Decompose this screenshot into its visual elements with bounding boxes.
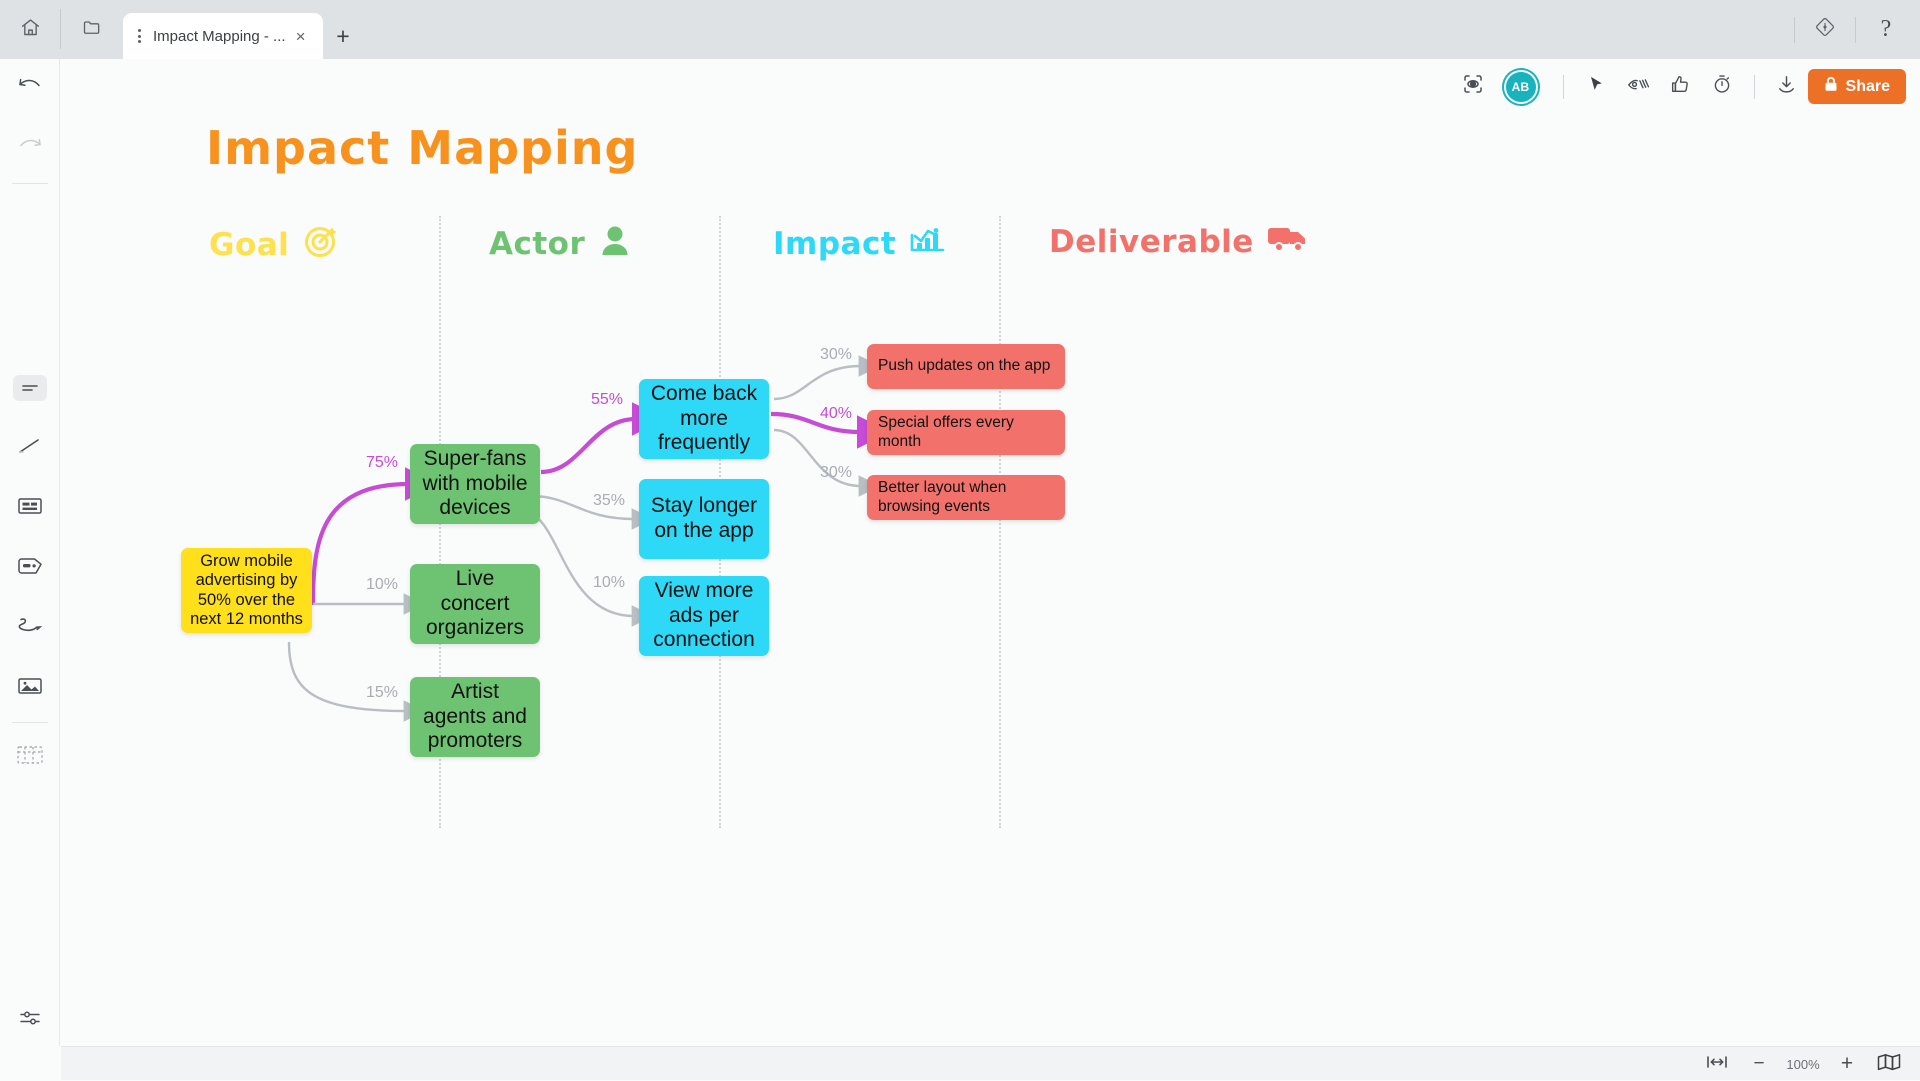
zoom-controls: − 100% + xyxy=(1696,1047,1910,1081)
image-tool[interactable] xyxy=(0,658,60,718)
minimap-button[interactable] xyxy=(1868,1047,1910,1081)
new-tab-button[interactable]: + xyxy=(323,13,363,59)
divider xyxy=(1563,75,1564,99)
connector-pen-icon xyxy=(16,615,44,642)
templates-grid-icon xyxy=(16,744,44,771)
screen-capture-button[interactable] xyxy=(1452,66,1494,108)
node-impact-view-ads[interactable]: View more ads per connection xyxy=(639,576,769,656)
divider xyxy=(1855,17,1856,43)
board-canvas[interactable]: Impact Mapping Goal Actor Impact xyxy=(61,114,1920,1046)
plus-icon: + xyxy=(1841,1052,1853,1076)
help-button[interactable]: ? xyxy=(1862,0,1910,59)
download-icon xyxy=(1775,73,1798,101)
frame-icon xyxy=(17,496,43,521)
sticky-note-icon xyxy=(13,375,47,401)
home-button[interactable] xyxy=(0,0,60,59)
edge-label-superfans-viewads: 10% xyxy=(593,574,625,592)
templates-tool[interactable] xyxy=(0,727,60,787)
node-impact-stay-longer[interactable]: Stay longer on the app xyxy=(639,479,769,559)
node-actor-live-concert[interactable]: Live concert organizers xyxy=(410,564,540,644)
diamond-logo-icon xyxy=(1814,16,1836,43)
shape-tool[interactable] xyxy=(0,538,60,598)
browser-tab-bar: Impact Mapping - ... × + ? xyxy=(0,0,1920,59)
minus-icon: − xyxy=(1753,1053,1764,1075)
node-deliverable-better-layout[interactable]: Better layout when browsing events xyxy=(867,475,1065,520)
zoom-in-button[interactable]: + xyxy=(1826,1047,1868,1081)
zoom-level[interactable]: 100% xyxy=(1780,1057,1826,1072)
divider xyxy=(12,722,48,723)
node-deliverable-push-updates[interactable]: Push updates on the app xyxy=(867,344,1065,389)
toolbar-right-group: AB xyxy=(1452,59,1906,114)
tag-shape-icon xyxy=(17,556,43,581)
redo-button[interactable] xyxy=(0,119,60,179)
help-question-icon: ? xyxy=(1881,16,1892,43)
settings-sliders-icon xyxy=(18,1008,42,1033)
edge-label-superfans-stay: 35% xyxy=(593,492,625,510)
line-tool[interactable] xyxy=(0,418,60,478)
share-button[interactable]: Share xyxy=(1808,69,1906,104)
image-icon xyxy=(17,676,43,701)
folder-button[interactable] xyxy=(61,0,123,59)
edge-label-goal-artist: 15% xyxy=(366,684,398,702)
timer-button[interactable] xyxy=(1701,66,1743,108)
close-icon[interactable]: × xyxy=(292,28,310,45)
edge-comeback-push xyxy=(774,366,861,399)
settings-tool[interactable] xyxy=(0,990,60,1050)
app-toolbar: AB xyxy=(0,59,1920,114)
fit-to-width-icon xyxy=(1706,1054,1728,1075)
redo-arrow-icon xyxy=(17,137,43,162)
edge-label-comeback-push: 30% xyxy=(820,346,852,364)
diamond-logo-button[interactable] xyxy=(1801,0,1849,59)
left-tool-rail xyxy=(0,59,60,1080)
node-goal[interactable]: Grow mobile advertising by 50% over the … xyxy=(181,548,312,633)
minimap-icon xyxy=(1877,1053,1901,1076)
divider xyxy=(1794,17,1795,43)
divider xyxy=(1754,75,1755,99)
status-bar: − 100% + xyxy=(0,1046,1920,1080)
folder-icon xyxy=(81,17,103,42)
line-tool-icon xyxy=(17,435,43,462)
tabbar-right-group: ? xyxy=(1788,0,1920,59)
edge-label-goal-live: 10% xyxy=(366,576,398,594)
node-actor-superfans[interactable]: Super-fans with mobile devices xyxy=(410,444,540,524)
divider xyxy=(12,183,48,184)
avatar[interactable]: AB xyxy=(1506,72,1536,102)
screen-capture-icon xyxy=(1461,72,1485,101)
connector-tool[interactable] xyxy=(0,598,60,658)
tab-menu-dots-icon[interactable] xyxy=(131,29,147,43)
hide-cursors-icon xyxy=(1626,73,1650,100)
edge-label-goal-superfans: 75% xyxy=(366,454,398,472)
statusbar-left-corner xyxy=(0,1046,61,1080)
edge-label-comeback-special: 40% xyxy=(820,405,852,423)
cursor-pointer-icon xyxy=(1586,74,1606,99)
thumbs-up-button[interactable] xyxy=(1659,66,1701,108)
share-label: Share xyxy=(1846,78,1890,96)
download-button[interactable] xyxy=(1766,66,1808,108)
tab-impact-mapping[interactable]: Impact Mapping - ... × xyxy=(123,13,323,59)
edge-label-superfans-comeback: 55% xyxy=(591,391,623,409)
tab-title: Impact Mapping - ... xyxy=(153,28,286,45)
undo-arrow-icon xyxy=(17,77,43,102)
node-actor-artist-agents[interactable]: Artist agents and promoters xyxy=(410,677,540,757)
hide-cursors-button[interactable] xyxy=(1617,66,1659,108)
home-icon xyxy=(20,17,41,43)
lock-icon xyxy=(1824,76,1838,97)
edge-label-comeback-layout: 30% xyxy=(820,464,852,482)
fit-to-width-button[interactable] xyxy=(1696,1047,1738,1081)
timer-icon xyxy=(1711,73,1733,100)
edge-superfans-comeback xyxy=(541,419,636,472)
cursor-pointer-button[interactable] xyxy=(1575,66,1617,108)
node-deliverable-special-offers[interactable]: Special offers every month xyxy=(867,410,1065,455)
sticky-note-tool[interactable] xyxy=(0,358,60,418)
undo-button[interactable] xyxy=(0,59,60,119)
thumbs-up-icon xyxy=(1669,73,1691,100)
zoom-out-button[interactable]: − xyxy=(1738,1047,1780,1081)
node-impact-come-back[interactable]: Come back more frequently xyxy=(639,379,769,459)
frame-tool[interactable] xyxy=(0,478,60,538)
edge-layer xyxy=(61,114,1920,1046)
